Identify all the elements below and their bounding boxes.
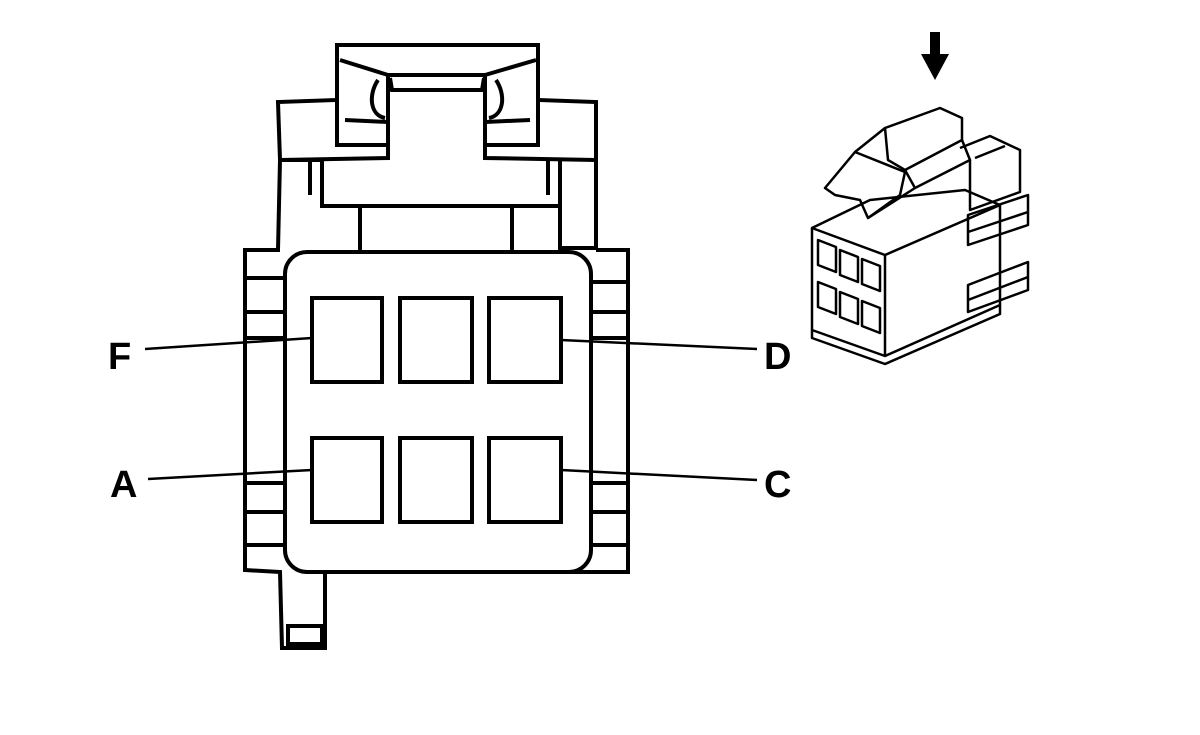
connector-face-view: F A D C [108, 43, 791, 650]
pin-cavity-f [310, 296, 384, 384]
pin-cavity-c [487, 436, 563, 524]
latch-housing [275, 43, 598, 250]
pin-cavity-e [398, 296, 474, 384]
leader-line-a [147, 468, 313, 481]
pin-label-f: F [108, 336, 131, 378]
pin-label-c: C [764, 464, 791, 506]
leader-lines [144, 336, 758, 482]
pin-label-a: A [110, 464, 137, 506]
arrow-down-icon [921, 32, 949, 80]
connector-body [243, 159, 630, 650]
pin-cavity-b [398, 436, 474, 524]
leader-line-f [144, 336, 313, 351]
leader-line-c [560, 468, 758, 482]
pin-cavity-a [310, 436, 384, 524]
pin-label-d: D [764, 336, 791, 378]
pin-cavity-d [487, 296, 563, 384]
connector-isometric-view [810, 32, 1030, 366]
pin-cavities [310, 296, 563, 524]
leader-line-d [560, 338, 758, 351]
